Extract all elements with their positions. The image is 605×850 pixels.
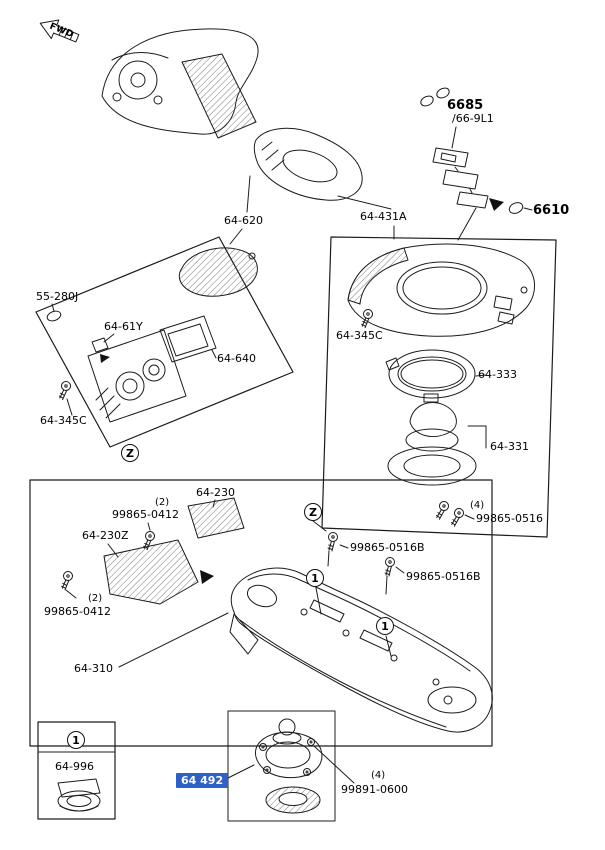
- pointer-arrow-icon: [100, 354, 110, 363]
- label-99865-0412-a: 99865-0412: [112, 508, 179, 521]
- label-64-230: 64-230: [196, 486, 235, 499]
- detail-box-64-620: [35, 228, 294, 448]
- label-64-431a: 64-431A: [360, 210, 407, 223]
- main-box-64-310: [29, 479, 493, 747]
- label-99865-0516: 99865-0516: [476, 512, 543, 525]
- qty-99865-0412-a: (2): [155, 497, 170, 508]
- label-6610: 6610: [533, 203, 570, 218]
- label-55-280j: 55-280J: [36, 290, 79, 303]
- label-64-345c-right: 64-345C: [336, 329, 383, 342]
- detail-box-64-996: [37, 721, 116, 820]
- label-99865-0412-b: 99865-0412: [44, 605, 111, 618]
- detail-box-64-431A: [321, 225, 557, 538]
- label-64-333: 64-333: [478, 368, 517, 381]
- label-99865-0516b-a: 99865-0516B: [350, 541, 425, 554]
- label-66-9l1: /66-9L1: [452, 112, 494, 125]
- qty-99865-0516: (4): [470, 500, 485, 511]
- label-99865-0516b-b: 99865-0516B: [406, 570, 481, 583]
- ref-bubble-z-box620: Z: [121, 444, 139, 462]
- qty-99865-0412-b: (2): [88, 593, 103, 604]
- fwd-direction-arrow: [39, 19, 80, 43]
- label-64-996: 64-996: [55, 760, 94, 773]
- qty-99891-0600: (4): [371, 770, 386, 781]
- label-64-310: 64-310: [74, 662, 113, 675]
- pointer-arrow-icon: [489, 198, 504, 211]
- label-64-345c-left: 64-345C: [40, 414, 87, 427]
- ref-bubble-1-b: 1: [376, 617, 394, 635]
- label-99891-0600: 99891-0600: [341, 783, 408, 796]
- label-64-620: 64-620: [224, 214, 263, 227]
- label-64-331: 64-331: [490, 440, 529, 453]
- label-64-230z: 64-230Z: [82, 529, 129, 542]
- pointer-arrow-icon: [200, 570, 214, 584]
- label-64-61y: 64-61Y: [104, 320, 143, 333]
- dashboard-sketch: [101, 28, 392, 213]
- label-64-640: 64-640: [217, 352, 256, 365]
- mount-64-492-sketch: [221, 710, 355, 822]
- label-6685: 6685: [447, 98, 484, 113]
- label-64-492-selected[interactable]: 64 492: [176, 773, 229, 788]
- ref-bubble-1-a: 1: [306, 569, 324, 587]
- ref-bubble-z-box310: Z: [304, 503, 322, 521]
- shift-panel-clips-sketch: [420, 87, 533, 241]
- ref-bubble-1-box996: 1: [67, 731, 85, 749]
